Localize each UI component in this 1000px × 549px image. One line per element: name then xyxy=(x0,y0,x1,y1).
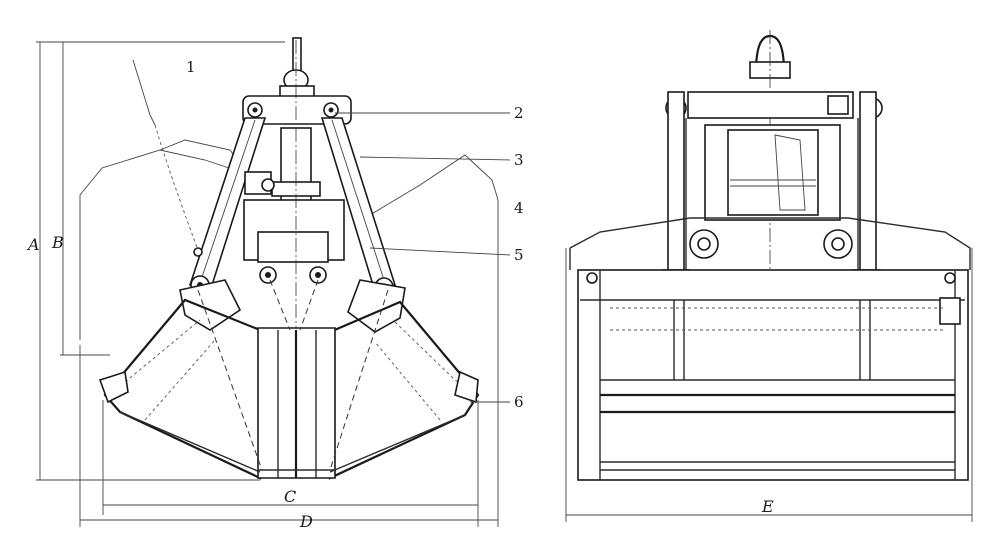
callout-3: 3 xyxy=(514,151,524,169)
material-heap-outline xyxy=(79,149,499,355)
lifting-eye xyxy=(279,37,315,99)
bucket-body xyxy=(569,217,971,270)
head-block xyxy=(242,95,352,125)
callout-5: 5 xyxy=(514,246,524,264)
dimension-d: D xyxy=(299,512,313,531)
open-position-dashed xyxy=(197,279,389,471)
side-view xyxy=(36,37,499,527)
callout-2: 2 xyxy=(514,104,524,122)
chain xyxy=(154,124,199,251)
dimension-c: C xyxy=(284,487,296,506)
dimension-b: B xyxy=(51,233,64,252)
callout-6: 6 xyxy=(514,393,524,411)
front-view xyxy=(565,30,973,522)
dimension-a: A xyxy=(26,235,40,254)
dimension-e: E xyxy=(761,497,774,516)
callout-4: 4 xyxy=(514,199,524,217)
callout-1: 1 xyxy=(186,58,196,76)
